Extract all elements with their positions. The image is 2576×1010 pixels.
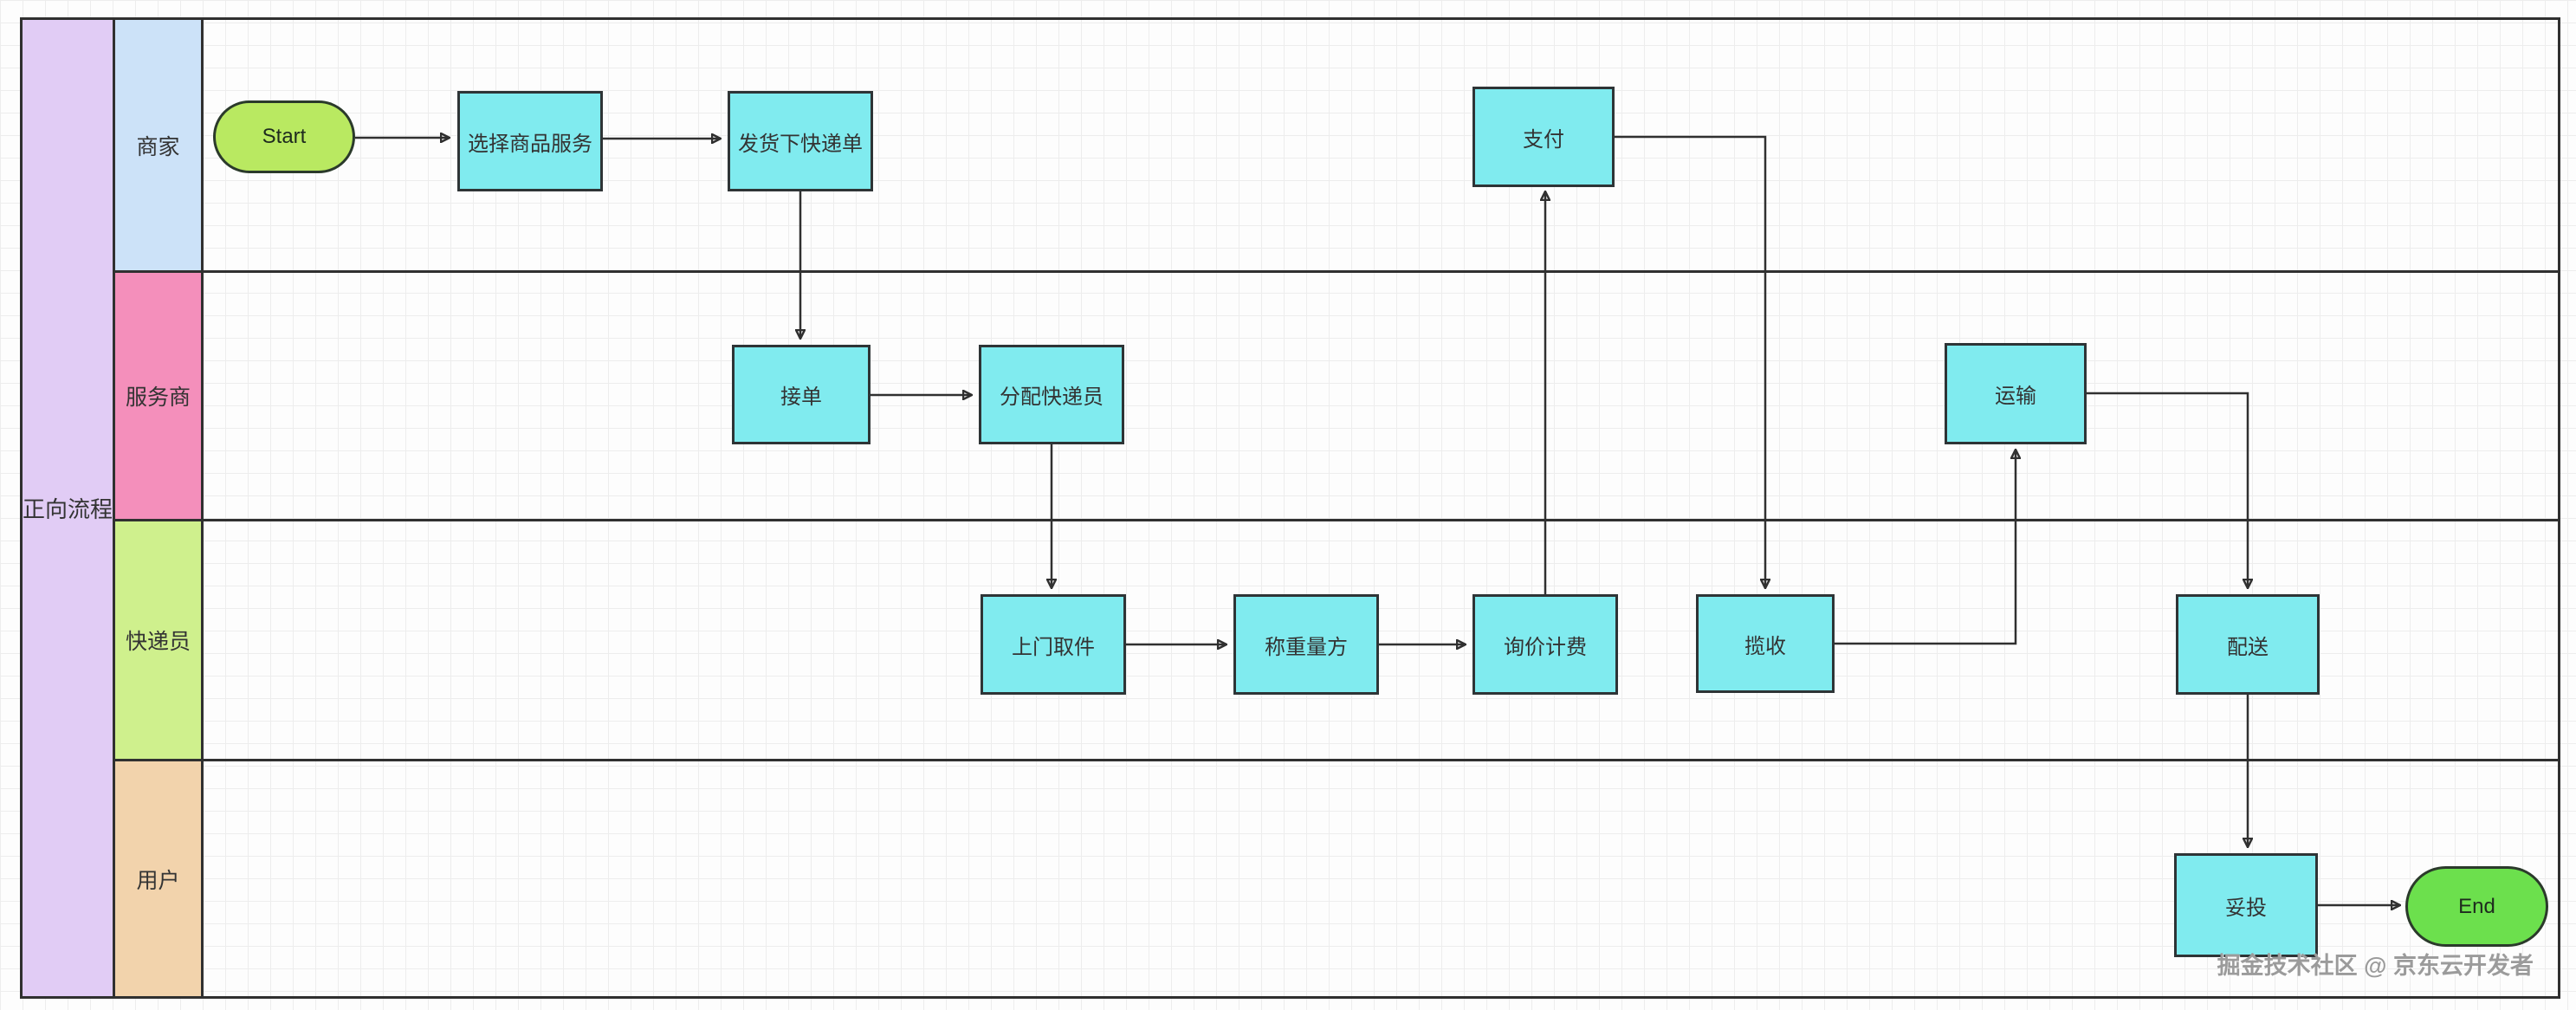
node-deliver: 配送 bbox=[2176, 594, 2320, 695]
lane-label-merchant: 商家 bbox=[115, 20, 204, 270]
edge-transport-to-deliver bbox=[2087, 392, 2248, 587]
lane-service-provider: 服务商 bbox=[115, 270, 2558, 519]
edge-pay-to-collect bbox=[1615, 135, 1765, 587]
node-start: Start bbox=[213, 100, 355, 173]
lane-user: 用户 bbox=[115, 759, 2558, 996]
lane-label-user: 用户 bbox=[115, 761, 204, 996]
node-select-goods: 选择商品服务 bbox=[457, 91, 603, 191]
lane-label-courier: 快递员 bbox=[115, 521, 204, 759]
pool-title-cell: 正向流程 bbox=[23, 20, 115, 996]
lane-label-service-provider: 服务商 bbox=[115, 273, 204, 519]
lane-label-text: 快递员 bbox=[125, 630, 191, 654]
edge-collect-to-transport bbox=[1835, 450, 2016, 645]
pool-title-label: 正向流程 bbox=[23, 496, 113, 522]
node-pay: 支付 bbox=[1472, 87, 1615, 187]
node-collect: 揽收 bbox=[1696, 594, 1835, 693]
lane-merchant: 商家 bbox=[115, 20, 2558, 270]
node-delivered: 妥投 bbox=[2174, 853, 2318, 957]
lane-label-text: 服务商 bbox=[125, 385, 191, 410]
pool-frame: 正向流程 商家 服务商 快递员 用户 掘金技术社区 @ 京东云开发者 bbox=[20, 17, 2560, 999]
node-assign-courier: 分配快递员 bbox=[979, 345, 1124, 444]
watermark-text: 掘金技术社区 @ 京东云开发者 bbox=[2217, 953, 2534, 979]
lane-label-text: 用户 bbox=[136, 868, 180, 893]
node-pickup: 上门取件 bbox=[981, 594, 1126, 695]
node-accept-order: 接单 bbox=[732, 345, 871, 444]
lane-courier: 快递员 bbox=[115, 519, 2558, 759]
node-end: End bbox=[2405, 866, 2548, 947]
node-transport: 运输 bbox=[1945, 343, 2087, 444]
node-quote-billing: 询价计费 bbox=[1472, 594, 1618, 695]
lane-label-text: 商家 bbox=[136, 134, 180, 159]
node-create-waybill: 发货下快递单 bbox=[728, 91, 873, 191]
node-weigh-measure: 称重量方 bbox=[1233, 594, 1379, 695]
